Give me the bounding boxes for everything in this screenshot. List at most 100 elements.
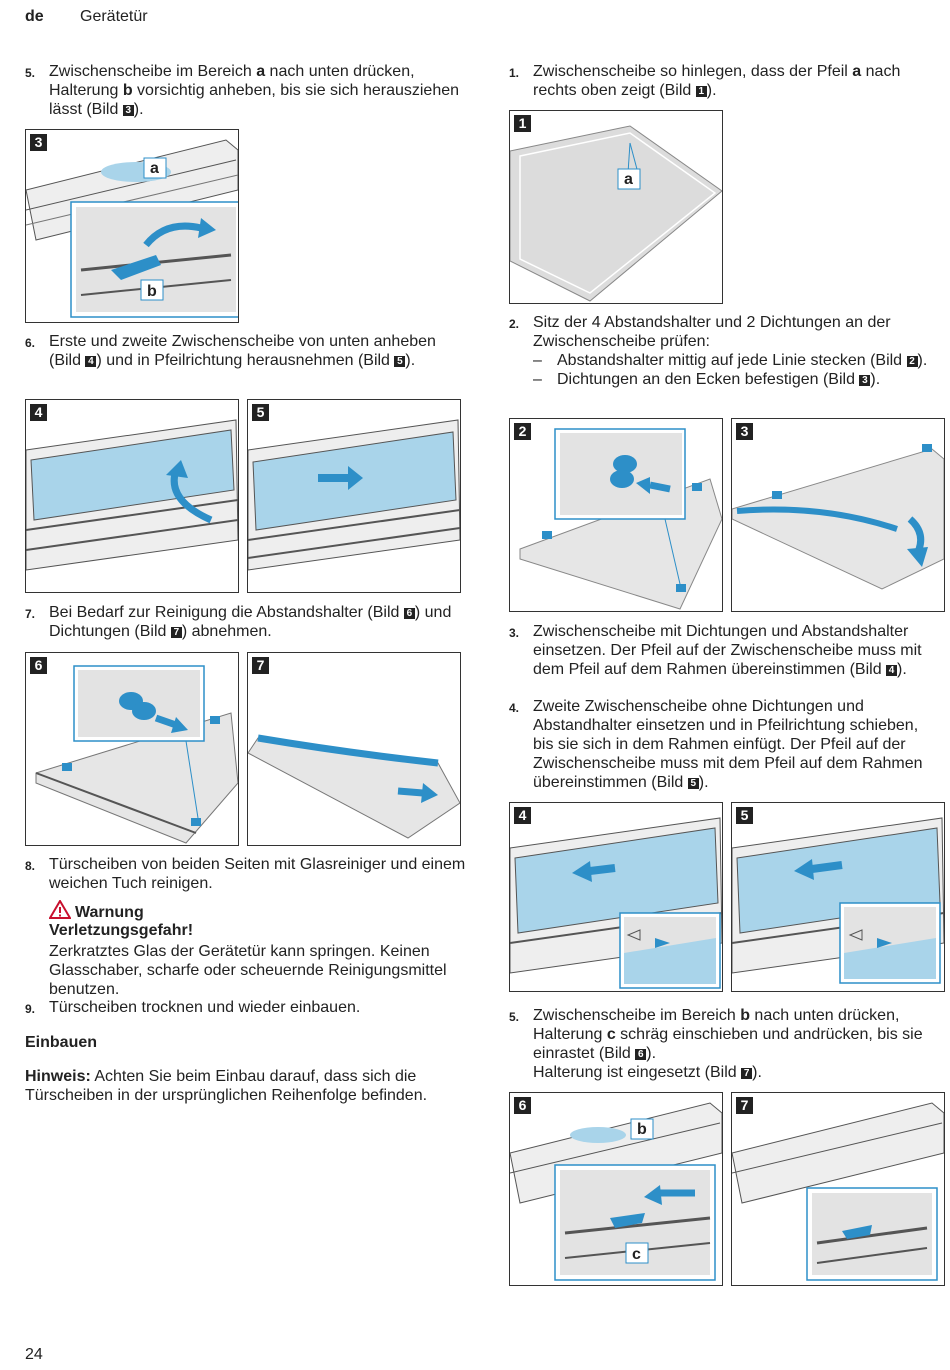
- text-run: Abstandshalter mittig auf jede Linie ste…: [557, 352, 907, 369]
- figure-number: 7: [252, 657, 269, 674]
- figure-left-4-drawing: [26, 419, 238, 571]
- figure-right-6-drawing: b c: [510, 1102, 722, 1281]
- warning-subtitle: Verletzungsgefahr!: [49, 922, 194, 939]
- step-text: Türscheiben trocknen und wieder einbauen…: [49, 999, 361, 1016]
- note-label: Hinweis:: [25, 1068, 91, 1085]
- figure-ref: 5: [394, 356, 406, 367]
- figure-right-7-drawing: [732, 1102, 944, 1281]
- text-run: Zwischenscheibe so hinlegen, dass der Pf…: [533, 63, 853, 80]
- figure-right-7: 7: [731, 1092, 945, 1286]
- step-text: Zwischenscheibe so hinlegen, dass der Pf…: [533, 62, 943, 100]
- page-number: 24: [25, 1346, 43, 1363]
- figure-ref: 1: [695, 86, 707, 97]
- warning-title-text: Warnung: [75, 904, 144, 921]
- step-text: Zwischenscheibe im Bereich a nach unten …: [49, 62, 469, 119]
- warning-body: Zerkratztes Glas der Gerätetür kann spri…: [49, 943, 447, 998]
- figure-number: 1: [514, 115, 531, 132]
- figure-number: 6: [514, 1097, 531, 1114]
- bullet-dash: –: [533, 352, 542, 369]
- figure-right-3-drawing: [732, 444, 944, 590]
- figure-number: 2: [514, 423, 531, 440]
- figure-ref: 3: [122, 105, 134, 116]
- label-c: c: [632, 1246, 641, 1263]
- text-run: schräg einschieben und andrücken, bis si…: [533, 1026, 923, 1062]
- figure-ref: 2: [906, 356, 918, 367]
- text-run: Bei Bedarf zur Reinigung die Abstandshal…: [49, 604, 404, 621]
- step-text: Zwischenscheibe mit Dichtungen und Absta…: [533, 622, 943, 679]
- text-run: nach rechts oben zeigt (Bild: [533, 63, 901, 99]
- text-run: vorsichtig anheben, bis sie sich herausz…: [49, 82, 460, 118]
- text-run: Halterung ist eingesetzt (Bild: [533, 1064, 742, 1081]
- key-letter: b: [122, 82, 133, 99]
- step-text: Bei Bedarf zur Reinigung die Abstandshal…: [49, 603, 469, 641]
- figure-ref: 4: [85, 356, 97, 367]
- text-run: Dichtungen an den Ecken befestigen (Bild: [557, 371, 860, 388]
- figure-ref: 7: [170, 627, 182, 638]
- text-run: Erste und zweite Zwischenscheibe von unt…: [49, 333, 436, 369]
- text-run: ).: [706, 82, 717, 99]
- text-run: Sitz der 4 Abstandshalter und 2 Dichtung…: [533, 314, 891, 350]
- figure-right-5-drawing: [732, 817, 944, 984]
- language-code: de: [25, 8, 44, 25]
- figure-left-3: a b 3: [25, 129, 239, 323]
- note-text: Achten Sie beim Einbau darauf, dass sich…: [25, 1068, 428, 1104]
- figure-number: 4: [514, 807, 531, 824]
- figure-right-6: b c 6: [509, 1092, 723, 1286]
- label-a: a: [150, 160, 159, 177]
- text-run: ) und Dichtungen (Bild: [49, 604, 452, 640]
- figure-ref: 5: [687, 778, 699, 789]
- page-title: Gerätetür: [80, 8, 148, 25]
- note-paragraph: Hinweis: Achten Sie beim Einbau darauf, …: [25, 1067, 465, 1105]
- figure-left-7-drawing: [248, 734, 460, 839]
- figure-number: 4: [30, 404, 47, 421]
- figure-right-4-drawing: [510, 817, 722, 989]
- figure-right-5: 5: [731, 802, 945, 992]
- warning-icon: [49, 900, 71, 919]
- text-run: ).: [405, 352, 416, 369]
- figure-ref: 7: [741, 1068, 753, 1079]
- figure-left-5: 5: [247, 399, 461, 593]
- figure-left-7: 7: [247, 652, 461, 846]
- figure-right-2: 2: [509, 418, 723, 612]
- text-run: ) und in Pfeilrichtung herausnehmen (Bil…: [96, 352, 395, 369]
- figure-left-6-drawing: [35, 665, 238, 844]
- step-number: 6.: [25, 336, 36, 350]
- bullet-item: –Abstandshalter mittig auf jede Linie st…: [533, 351, 948, 370]
- text-run: Zweite Zwischenscheibe ohne Dichtungen u…: [533, 698, 923, 791]
- figure-ref: 6: [635, 1049, 647, 1060]
- step-number: 1.: [509, 66, 520, 80]
- figure-right-3: 3: [731, 418, 945, 612]
- figure-number: 7: [736, 1097, 753, 1114]
- label-b: b: [637, 1121, 647, 1138]
- step-number: 3.: [509, 626, 520, 640]
- text-run: ).: [870, 371, 881, 388]
- key-letter: a: [852, 63, 862, 80]
- key-letter: a: [256, 63, 266, 80]
- figure-number: 6: [30, 657, 47, 674]
- text-run: Zwischenscheibe mit Dichtungen und Absta…: [533, 623, 922, 678]
- figure-left-4: 4: [25, 399, 239, 593]
- figure-number: 3: [30, 134, 47, 151]
- step-number: 7.: [25, 607, 36, 621]
- text-run: ).: [646, 1045, 657, 1062]
- step-text: Zweite Zwischenscheibe ohne Dichtungen u…: [533, 697, 943, 792]
- figure-left-6: 6: [25, 652, 239, 846]
- section-heading: Einbauen: [25, 1034, 98, 1051]
- label-a: a: [624, 171, 633, 188]
- text-run: ).: [897, 661, 907, 678]
- warning-title: Warnung: [49, 900, 144, 923]
- step-number: 8.: [25, 859, 36, 873]
- text-run: ).: [698, 774, 709, 791]
- text-run: ).: [133, 101, 144, 118]
- text-run: nach unten drücken, Halterung: [49, 63, 415, 99]
- step-text: Zwischenscheibe im Bereich b nach unten …: [533, 1006, 943, 1082]
- step-text: Türscheiben von beiden Seiten mit Glasre…: [49, 856, 466, 892]
- bullet-item: –Dichtungen an den Ecken befestigen (Bil…: [533, 370, 948, 389]
- figure-right-2-drawing: [519, 428, 722, 610]
- text-run: ) abnehmen.: [181, 623, 272, 640]
- figure-left-5-drawing: [248, 419, 460, 571]
- figure-ref: 4: [886, 665, 898, 676]
- step-number: 9.: [25, 1002, 36, 1016]
- figure-number: 5: [252, 404, 269, 421]
- text-run: ).: [752, 1064, 762, 1081]
